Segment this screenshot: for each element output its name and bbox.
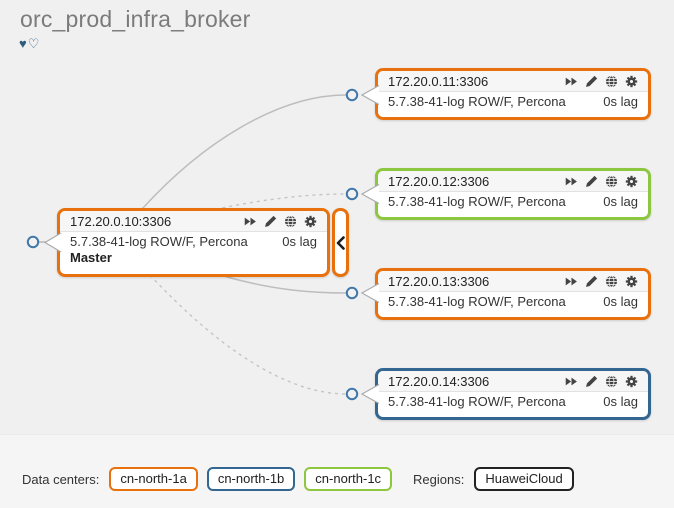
node-host: 172.20.0.12:3306 <box>388 174 490 189</box>
node-replica-4[interactable]: 172.20.0.14:3306 5.7.38-41-log ROW/F, Pe… <box>375 368 651 420</box>
connector-circle-replica-4 <box>345 387 359 401</box>
heart-filled-icon: ♥ <box>19 36 28 51</box>
node-role: Master <box>70 250 112 265</box>
gear-icon[interactable] <box>625 175 638 188</box>
edge-master-to-replica4 <box>149 274 347 395</box>
node-version: 5.7.38-41-log ROW/F, Percona <box>70 234 248 249</box>
gear-icon[interactable] <box>625 275 638 288</box>
node-version: 5.7.38-41-log ROW/F, Percona <box>388 394 566 409</box>
heart-outline-icon: ♡ <box>27 36 41 51</box>
connector-circle-replica-1 <box>345 88 359 102</box>
fast-forward-icon[interactable] <box>564 75 578 88</box>
node-lag: 0s lag <box>603 94 638 109</box>
datacenter-badge-cn-north-1a: cn-north-1a <box>109 467 198 491</box>
gear-icon[interactable] <box>625 75 638 88</box>
edit-icon[interactable] <box>585 375 598 388</box>
region-badge-huaweicloud: HuaweiCloud <box>474 467 574 491</box>
globe-icon[interactable] <box>605 275 618 288</box>
fast-forward-icon[interactable] <box>564 275 578 288</box>
node-master-header: 172.20.0.10:3306 <box>60 211 327 232</box>
gear-icon[interactable] <box>625 375 638 388</box>
legend-footer: Data centers: cn-north-1a cn-north-1b cn… <box>0 434 674 508</box>
node-replica-3-header: 172.20.0.13:3306 <box>378 271 648 292</box>
datacenter-badge-cn-north-1c: cn-north-1c <box>304 467 393 491</box>
globe-icon[interactable] <box>605 75 618 88</box>
datacenters-label: Data centers: <box>22 471 100 487</box>
edit-icon[interactable] <box>264 215 277 228</box>
connector-circle-replica-2 <box>345 187 359 201</box>
edit-icon[interactable] <box>585 275 598 288</box>
node-host: 172.20.0.10:3306 <box>70 214 172 229</box>
node-version: 5.7.38-41-log ROW/F, Percona <box>388 294 566 309</box>
node-version: 5.7.38-41-log ROW/F, Percona <box>388 194 566 209</box>
globe-icon[interactable] <box>284 215 297 228</box>
globe-icon[interactable] <box>605 175 618 188</box>
connector-circle-master <box>26 235 40 249</box>
node-host: 172.20.0.14:3306 <box>388 374 490 389</box>
edge-master-to-replica3 <box>219 274 347 294</box>
node-host: 172.20.0.13:3306 <box>388 274 490 289</box>
node-replica-1-header: 172.20.0.11:3306 <box>378 71 648 92</box>
globe-icon[interactable] <box>605 375 618 388</box>
fast-forward-icon[interactable] <box>564 375 578 388</box>
connector-circle-replica-3 <box>345 286 359 300</box>
node-replica-3[interactable]: 172.20.0.13:3306 5.7.38-41-log ROW/F, Pe… <box>375 268 651 320</box>
node-replica-2-header: 172.20.0.12:3306 <box>378 171 648 192</box>
page-title: orc_prod_infra_broker <box>20 6 251 32</box>
node-lag: 0s lag <box>603 194 638 209</box>
node-lag: 0s lag <box>282 234 317 249</box>
node-replica-2[interactable]: 172.20.0.12:3306 5.7.38-41-log ROW/F, Pe… <box>375 168 651 220</box>
node-replica-4-header: 172.20.0.14:3306 <box>378 371 648 392</box>
gear-icon[interactable] <box>304 215 317 228</box>
regions-label: Regions: <box>413 471 465 487</box>
collapse-replicas-handle[interactable] <box>332 208 349 277</box>
datacenter-badge-cn-north-1b: cn-north-1b <box>206 467 296 491</box>
fast-forward-icon[interactable] <box>564 175 578 188</box>
node-lag: 0s lag <box>603 294 638 309</box>
node-version: 5.7.38-41-log ROW/F, Percona <box>388 94 566 109</box>
node-lag: 0s lag <box>603 394 638 409</box>
cluster-health-hearts: ♥♡ <box>19 36 40 52</box>
chevron-left-icon <box>336 235 345 250</box>
edit-icon[interactable] <box>585 175 598 188</box>
fast-forward-icon[interactable] <box>243 215 257 228</box>
node-replica-1[interactable]: 172.20.0.11:3306 5.7.38-41-log ROW/F, Pe… <box>375 68 651 120</box>
node-master[interactable]: 172.20.0.10:3306 5.7.38-41-log ROW/F, Pe… <box>57 208 330 277</box>
legend: Data centers: cn-north-1a cn-north-1b cn… <box>22 467 574 491</box>
edge-master-to-replica1 <box>141 94 347 210</box>
edit-icon[interactable] <box>585 75 598 88</box>
node-host: 172.20.0.11:3306 <box>388 74 489 89</box>
